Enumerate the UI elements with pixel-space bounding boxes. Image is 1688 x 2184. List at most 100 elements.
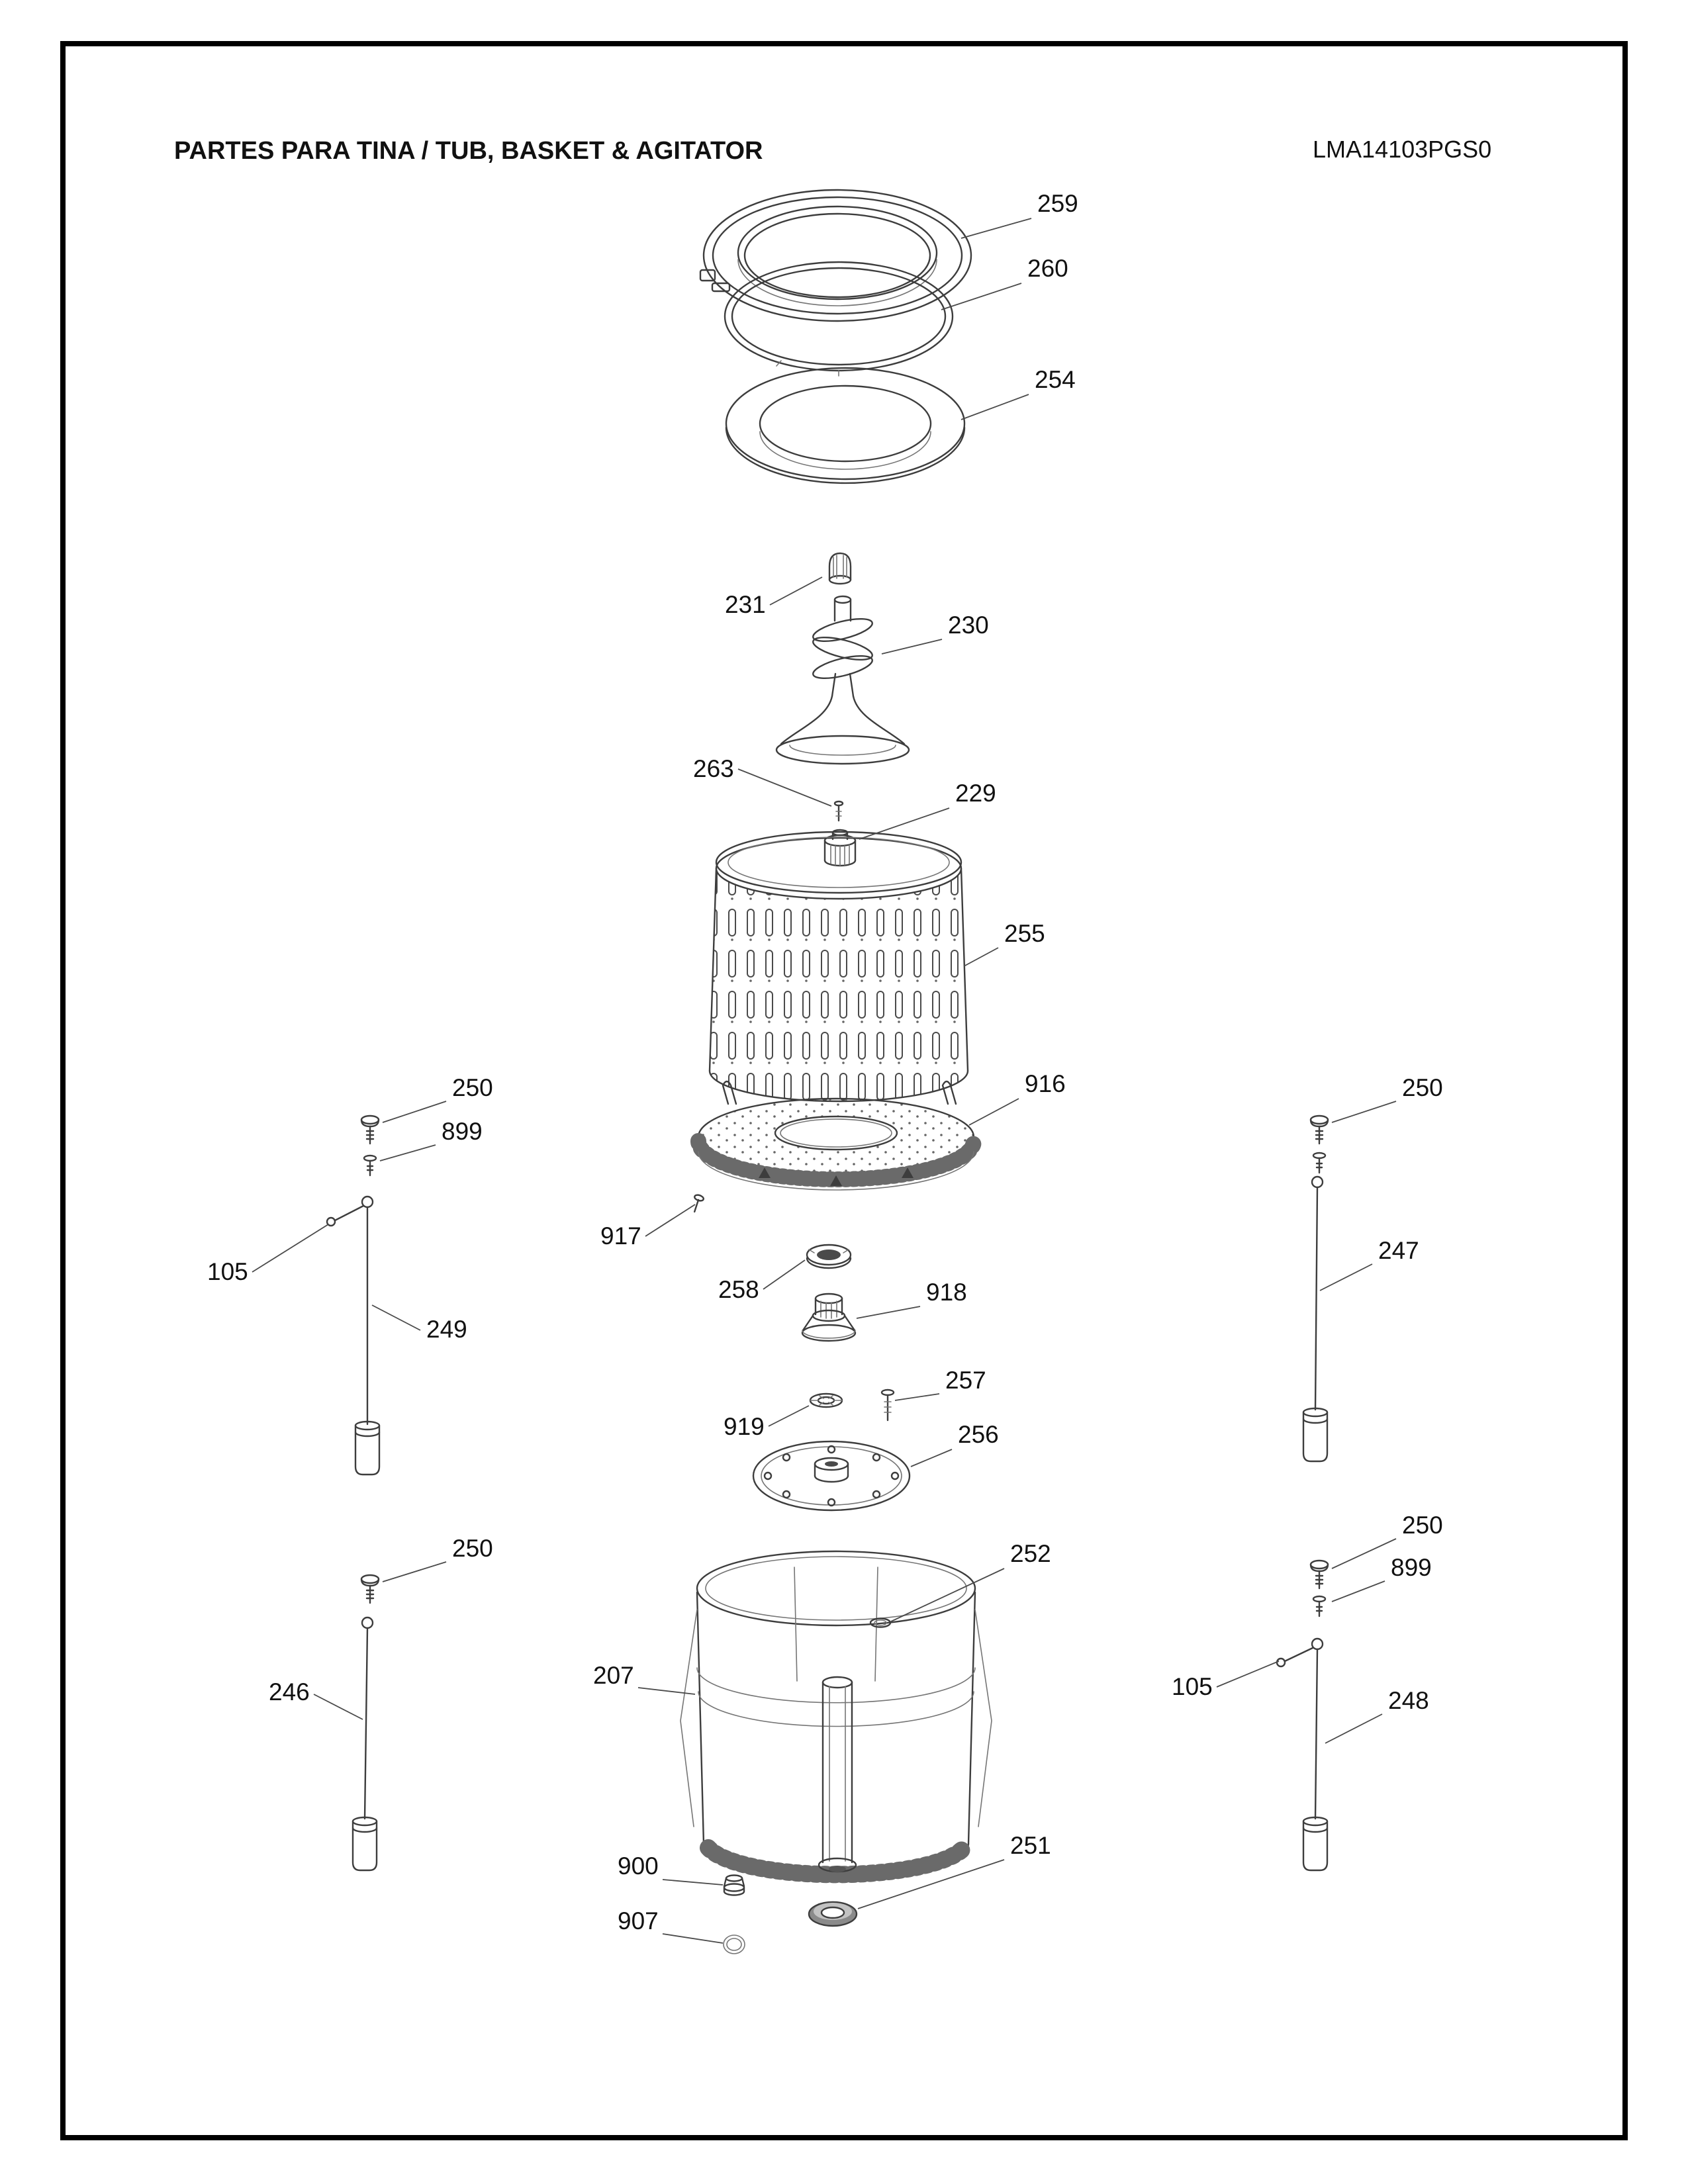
callout-label: 230 <box>948 612 989 639</box>
suspension-rod-rear-left-246 <box>352 1574 380 1872</box>
leader-line <box>910 1449 953 1467</box>
leader-line <box>662 1879 724 1886</box>
callout-916: 916 <box>968 1070 1066 1126</box>
callout-249: 249 <box>371 1304 467 1343</box>
callout-899-top-left: 899 <box>379 1118 483 1161</box>
callout-label: 917 <box>600 1222 641 1250</box>
callout-label: 251 <box>1010 1832 1051 1859</box>
callout-907: 907 <box>618 1907 724 1944</box>
callout-258: 258 <box>718 1259 806 1303</box>
callout-label: 229 <box>955 780 996 807</box>
page-title: PARTES PARA TINA / TUB, BASKET & AGITATO… <box>174 137 763 165</box>
leader-line <box>645 1204 696 1237</box>
leader-line <box>968 1098 1019 1126</box>
leader-line <box>637 1687 696 1695</box>
part-screw-263 <box>833 800 844 822</box>
callout-250-bottom-left: 250 <box>382 1535 493 1582</box>
leader-line <box>961 218 1032 239</box>
leader-line <box>1331 1538 1397 1569</box>
leader-line <box>662 1933 724 1944</box>
callout-label: 231 <box>725 591 766 618</box>
callout-label: 900 <box>618 1852 659 1880</box>
callout-105-top-left: 105 <box>207 1224 329 1285</box>
callout-252: 252 <box>890 1540 1051 1622</box>
leader-line <box>881 639 943 655</box>
part-o-ring-907 <box>723 1934 745 1954</box>
leader-line <box>890 1568 1005 1622</box>
callout-259: 259 <box>961 190 1078 239</box>
callout-label: 256 <box>958 1421 999 1448</box>
callout-label: 263 <box>693 755 734 782</box>
leader-line <box>941 283 1022 310</box>
leader-line <box>859 807 950 840</box>
part-cover-gasket-260 <box>724 261 954 377</box>
leader-line <box>857 1859 1005 1909</box>
callout-257: 257 <box>894 1367 986 1401</box>
callout-label: 250 <box>1402 1074 1443 1101</box>
callout-250-bottom-right: 250 <box>1331 1512 1443 1569</box>
callout-230: 230 <box>881 612 989 655</box>
callout-label: 916 <box>1025 1070 1066 1097</box>
leader-line <box>252 1224 329 1273</box>
callout-label: 105 <box>1172 1673 1213 1700</box>
callout-label: 252 <box>1010 1540 1051 1567</box>
leader-line <box>1216 1661 1280 1688</box>
part-tub-hub-256 <box>752 1440 911 1512</box>
callout-label: 250 <box>1402 1512 1443 1539</box>
callout-label: 247 <box>1378 1237 1419 1264</box>
callout-899-bottom-right: 899 <box>1331 1554 1432 1602</box>
part-agitator-230 <box>775 595 910 765</box>
callout-label: 258 <box>718 1276 759 1303</box>
callout-label: 105 <box>207 1258 248 1285</box>
callout-260: 260 <box>941 255 1068 310</box>
callout-251: 251 <box>857 1832 1051 1909</box>
leader-line <box>382 1101 447 1123</box>
doc-number: LMA14103PGS0 <box>1313 136 1491 163</box>
callout-label: 207 <box>593 1662 634 1689</box>
callout-246: 246 <box>269 1678 363 1720</box>
part-basket-base-916 <box>690 1080 982 1191</box>
callout-231: 231 <box>725 576 823 618</box>
part-spanner-nut-258 <box>806 1244 852 1269</box>
leader-line <box>382 1561 447 1582</box>
leader-line <box>961 394 1029 420</box>
leader-line <box>763 1259 806 1290</box>
leader-line <box>371 1304 421 1331</box>
leader-line <box>768 1405 810 1427</box>
callout-919: 919 <box>724 1405 810 1440</box>
leader-line <box>379 1144 436 1161</box>
leader-line <box>769 576 823 606</box>
part-screw-257 <box>880 1388 895 1422</box>
callout-label: 257 <box>945 1367 986 1394</box>
callout-900: 900 <box>618 1852 724 1886</box>
part-screw-917 <box>694 1194 704 1213</box>
callout-255: 255 <box>963 920 1045 967</box>
callout-label: 246 <box>269 1678 310 1706</box>
callout-229: 229 <box>859 780 996 840</box>
leader-line <box>313 1694 363 1720</box>
part-balance-ring-254 <box>725 367 966 484</box>
suspension-rod-front-right-247 <box>1302 1115 1329 1463</box>
callout-label: 899 <box>1391 1554 1432 1581</box>
leader-line <box>1325 1713 1383 1744</box>
part-spline-washer-919 <box>809 1392 843 1408</box>
callout-label: 259 <box>1037 190 1078 217</box>
callout-label: 248 <box>1388 1687 1429 1714</box>
suspension-rod-rear-right-248 <box>1276 1559 1329 1872</box>
leader-line <box>1331 1580 1385 1602</box>
leader-line <box>894 1393 940 1401</box>
callout-label: 249 <box>426 1316 467 1343</box>
callout-label: 899 <box>442 1118 483 1145</box>
callout-263: 263 <box>693 755 832 807</box>
leader-line <box>737 768 832 807</box>
callout-247: 247 <box>1319 1237 1419 1291</box>
callout-917: 917 <box>600 1204 696 1250</box>
callout-label: 250 <box>452 1074 493 1101</box>
leader-line <box>963 947 999 967</box>
page-border <box>60 41 1628 2140</box>
part-outer-tub-207 <box>680 1550 992 1884</box>
callout-207: 207 <box>593 1662 696 1695</box>
callout-label: 250 <box>452 1535 493 1562</box>
